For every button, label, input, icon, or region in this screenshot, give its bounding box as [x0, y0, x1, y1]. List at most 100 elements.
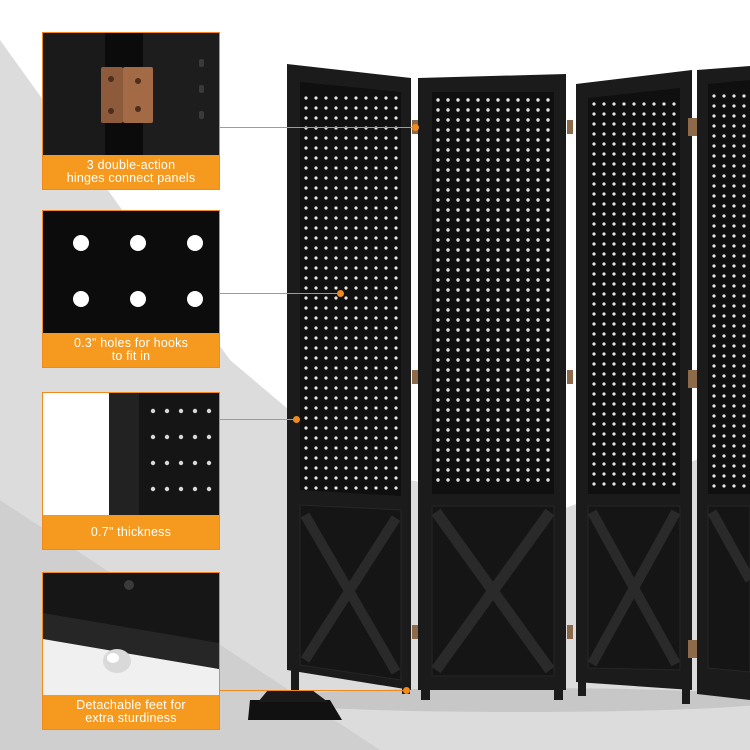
- peg-hole: [466, 148, 470, 152]
- peg-hole: [384, 256, 388, 260]
- peg-hole: [712, 304, 716, 308]
- peg-hole: [592, 442, 596, 446]
- peg-hole: [486, 268, 490, 272]
- peg-hole: [546, 138, 550, 142]
- peg-hole: [632, 292, 636, 296]
- peg-hole: [732, 374, 736, 378]
- peg-hole: [652, 202, 656, 206]
- peg-hole: [384, 156, 388, 160]
- peg-hole: [536, 318, 540, 322]
- peg-hole: [742, 364, 746, 368]
- peg-hole: [612, 362, 616, 366]
- peg-hole: [436, 188, 440, 192]
- peg-hole: [546, 478, 550, 482]
- peg-hole: [506, 398, 510, 402]
- peg-hole: [592, 132, 596, 136]
- peg-hole: [446, 298, 450, 302]
- peg-hole: [622, 292, 626, 296]
- peg-hole: [662, 482, 666, 486]
- peg-hole: [324, 176, 328, 180]
- peg-hole: [314, 346, 318, 350]
- peg-hole: [516, 408, 520, 412]
- peg-hole: [446, 218, 450, 222]
- peg-hole: [536, 328, 540, 332]
- peg-hole: [374, 116, 378, 120]
- peg-hole: [324, 286, 328, 290]
- peg-hole: [732, 304, 736, 308]
- peg-hole: [712, 374, 716, 378]
- peg-hole: [672, 392, 676, 396]
- peg-hole: [612, 482, 616, 486]
- peg-hole: [486, 198, 490, 202]
- peg-hole: [612, 142, 616, 146]
- peg-hole: [546, 368, 550, 372]
- peg-hole: [334, 106, 338, 110]
- peg-hole: [652, 372, 656, 376]
- peg-hole: [642, 262, 646, 266]
- peg-hole: [304, 146, 308, 150]
- peg-hole: [546, 468, 550, 472]
- peg-hole: [632, 282, 636, 286]
- peg-hole: [546, 328, 550, 332]
- peg-hole: [374, 346, 378, 350]
- peg-hole: [446, 348, 450, 352]
- peg-hole: [662, 102, 666, 106]
- peg-hole: [486, 278, 490, 282]
- peg-hole: [374, 306, 378, 310]
- peg-hole: [652, 482, 656, 486]
- peg-hole: [436, 398, 440, 402]
- peg-hole: [334, 346, 338, 350]
- peg-hole: [394, 346, 398, 350]
- divider-panel-1: [287, 64, 411, 720]
- peg-hole: [354, 166, 358, 170]
- peg-hole: [394, 196, 398, 200]
- peg-hole: [642, 402, 646, 406]
- peg-hole: [496, 248, 500, 252]
- peg-hole: [394, 256, 398, 260]
- peg-hole: [516, 358, 520, 362]
- peg-hole: [384, 196, 388, 200]
- peg-hole: [632, 352, 636, 356]
- peg-hole: [364, 236, 368, 240]
- peg-hole: [456, 268, 460, 272]
- peg-hole: [304, 256, 308, 260]
- peg-hole: [622, 322, 626, 326]
- peg-hole: [732, 234, 736, 238]
- peg-hole: [622, 232, 626, 236]
- peg-hole: [476, 308, 480, 312]
- peg-hole: [486, 98, 490, 102]
- peg-hole: [446, 188, 450, 192]
- peg-hole: [742, 244, 746, 248]
- peg-hole: [394, 96, 398, 100]
- peg-hole: [446, 228, 450, 232]
- peg-hole: [642, 312, 646, 316]
- peg-hole: [506, 188, 510, 192]
- peg-hole: [314, 446, 318, 450]
- peg-hole: [436, 408, 440, 412]
- peg-hole: [354, 226, 358, 230]
- peg-hole: [334, 276, 338, 280]
- peg-hole: [446, 328, 450, 332]
- peg-hole: [314, 146, 318, 150]
- peg-hole: [496, 448, 500, 452]
- peg-hole: [324, 116, 328, 120]
- peg-hole: [384, 136, 388, 140]
- peg-hole: [496, 278, 500, 282]
- peg-hole: [742, 204, 746, 208]
- peg-hole: [334, 146, 338, 150]
- peg-hole: [622, 152, 626, 156]
- peg-hole: [516, 348, 520, 352]
- peg-hole: [506, 238, 510, 242]
- peg-hole: [486, 228, 490, 232]
- peg-hole: [622, 342, 626, 346]
- peg-hole: [344, 316, 348, 320]
- peg-hole: [466, 368, 470, 372]
- peg-hole: [612, 332, 616, 336]
- peg-hole: [546, 238, 550, 242]
- peg-hole: [496, 388, 500, 392]
- peg-hole: [622, 102, 626, 106]
- peg-hole: [622, 302, 626, 306]
- peg-hole: [732, 134, 736, 138]
- peg-hole: [384, 346, 388, 350]
- peg-hole: [456, 278, 460, 282]
